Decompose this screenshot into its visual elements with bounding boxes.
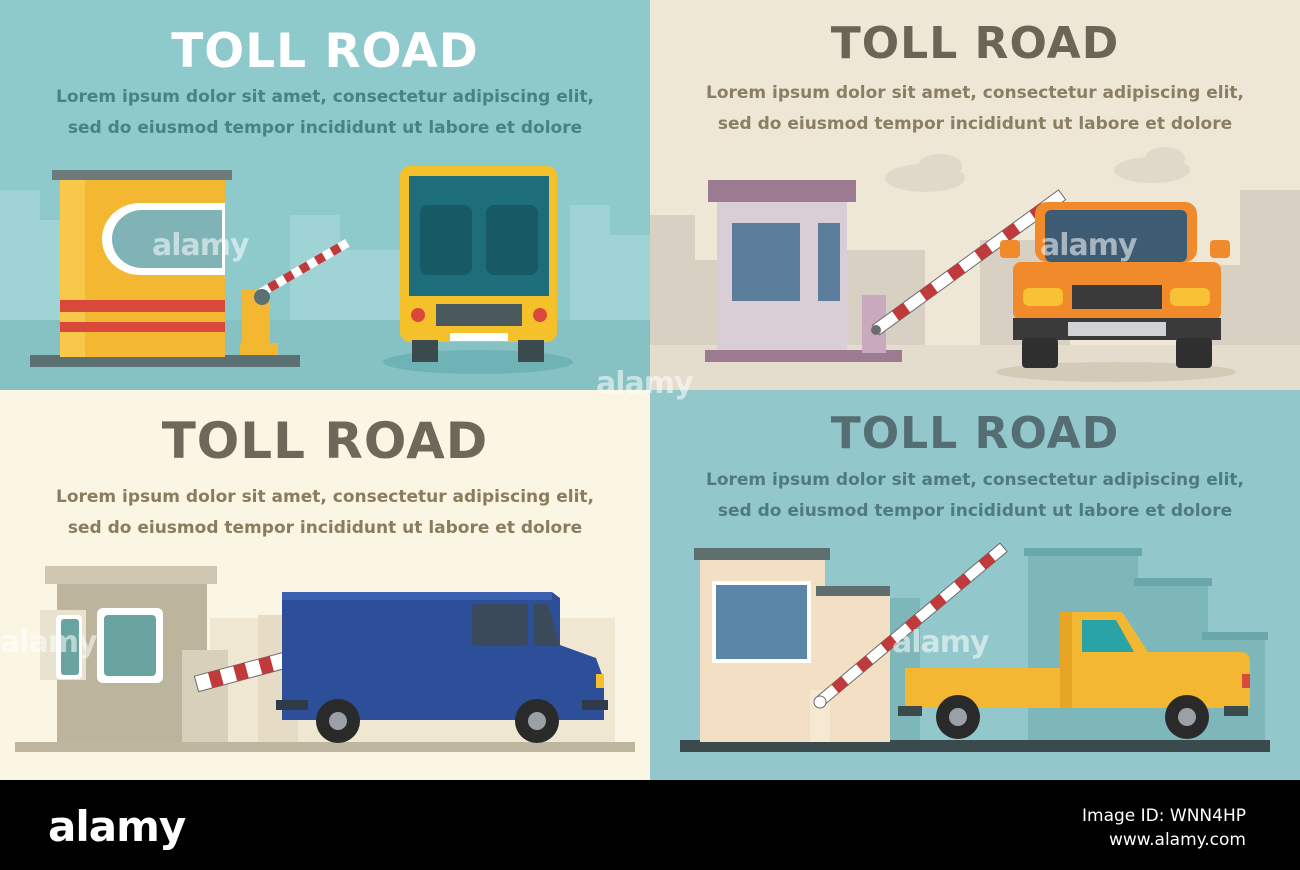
panel-description: Lorem ipsum dolor sit amet, consectetur … <box>650 465 1300 527</box>
description-line-1: Lorem ipsum dolor sit amet, consectetur … <box>706 470 1244 490</box>
panel-title: TOLL ROAD <box>161 412 489 470</box>
toll-road-banner-pickup-truck: TOLL ROAD Lorem ipsum dolor sit amet, co… <box>650 390 1300 780</box>
description-line-2: sed do eiusmod tempor incididunt ut labo… <box>717 114 1233 134</box>
image-info: Image ID: WNN4HP www.alamy.com <box>1082 804 1246 852</box>
description-line-1: Lorem ipsum dolor sit amet, consectetur … <box>56 487 594 507</box>
brand-logo: alamy <box>48 802 186 851</box>
stock-footer: alamy Image ID: WNN4HP www.alamy.com <box>0 780 1300 870</box>
description-line-1: Lorem ipsum dolor sit amet, consectetur … <box>56 87 594 107</box>
panel-title: TOLL ROAD <box>171 24 479 79</box>
panel-description: Lorem ipsum dolor sit amet, consectetur … <box>0 482 650 544</box>
watermark: alamy <box>596 366 694 401</box>
panel-description: Lorem ipsum dolor sit amet, consectetur … <box>0 82 650 144</box>
watermark: alamy <box>892 625 990 660</box>
panel-title: TOLL ROAD <box>830 18 1120 69</box>
toll-road-banner-car: TOLL ROAD Lorem ipsum dolor sit amet, co… <box>650 0 1300 390</box>
toll-road-banner-bus: TOLL ROAD Lorem ipsum dolor sit amet, co… <box>0 0 650 390</box>
panel-description: Lorem ipsum dolor sit amet, consectetur … <box>650 78 1300 140</box>
watermark: alamy <box>1040 228 1138 263</box>
description-line-2: sed do eiusmod tempor incididunt ut labo… <box>717 501 1233 521</box>
panel-title: TOLL ROAD <box>830 408 1120 459</box>
toll-road-banner-van: TOLL ROAD Lorem ipsum dolor sit amet, co… <box>0 390 650 780</box>
watermark: alamy <box>152 228 250 263</box>
site-url: www.alamy.com <box>1108 830 1246 850</box>
car-tollbooth-illustration <box>650 147 1300 390</box>
image-id: Image ID: WNN4HP <box>1082 806 1246 826</box>
description-line-2: sed do eiusmod tempor incididunt ut labo… <box>67 518 583 538</box>
watermark: alamy <box>0 625 98 660</box>
pickup-tollbooth-illustration <box>680 542 1270 752</box>
bus-tollbooth-illustration <box>0 166 650 390</box>
description-line-1: Lorem ipsum dolor sit amet, consectetur … <box>706 83 1244 103</box>
van-tollbooth-illustration <box>15 566 635 752</box>
description-line-2: sed do eiusmod tempor incididunt ut labo… <box>67 118 583 138</box>
